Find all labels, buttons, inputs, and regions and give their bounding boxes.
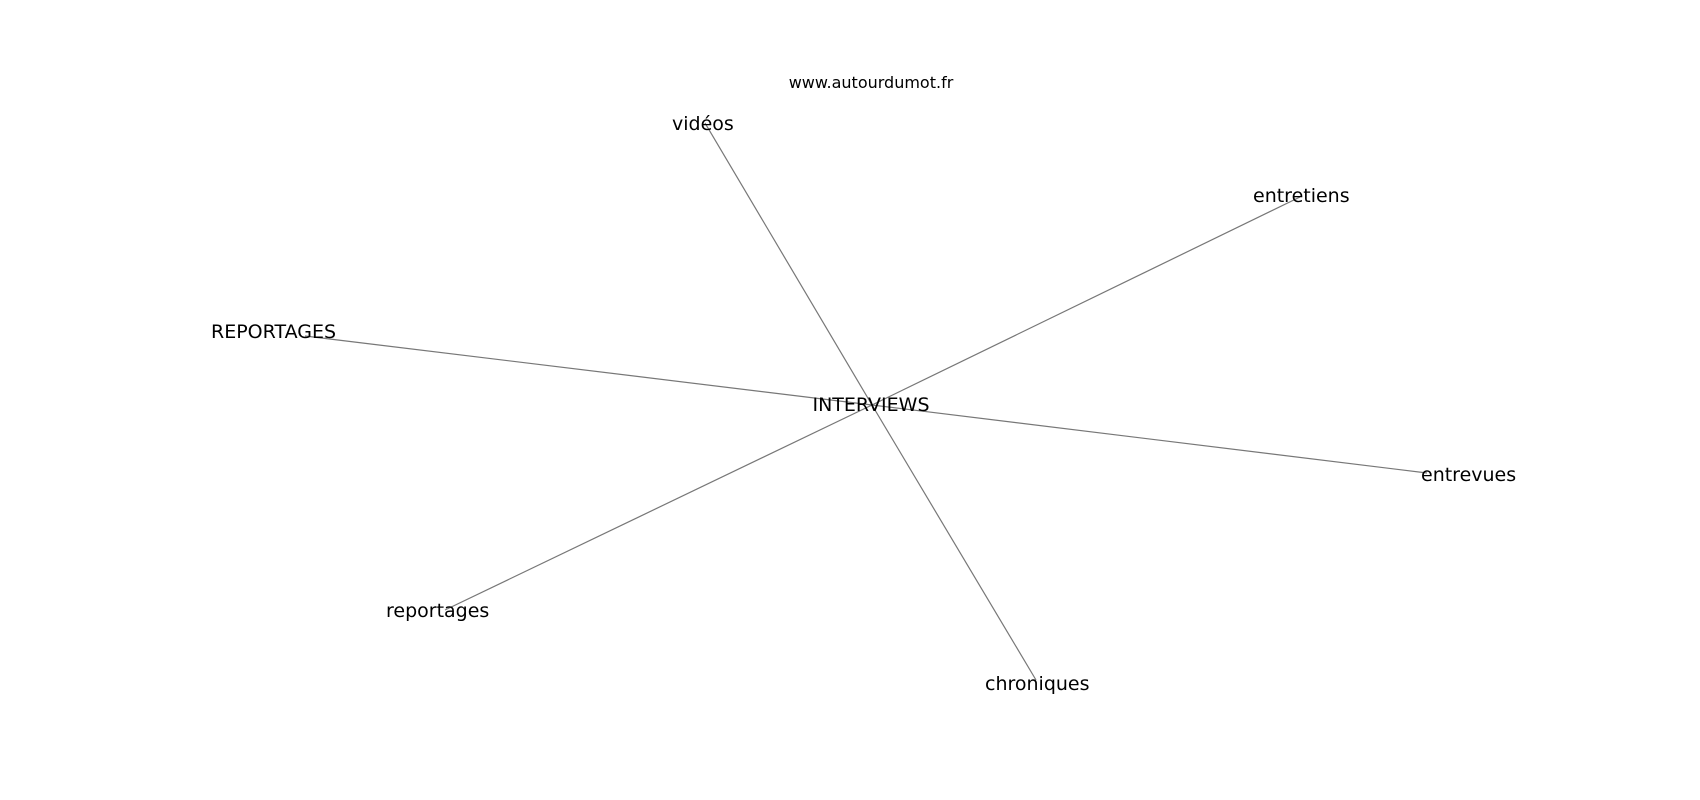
source-link[interactable]: www.autourdumot.fr <box>789 73 954 92</box>
node-label-entrevues[interactable]: entrevues <box>1421 464 1516 486</box>
edge-entrevues <box>871 404 1428 474</box>
edge-entretiens <box>871 196 1301 406</box>
center-node-label[interactable]: INTERVIEWS <box>812 394 929 416</box>
node-label-videos[interactable]: vidéos <box>672 113 734 135</box>
node-label-entretiens[interactable]: entretiens <box>1253 185 1350 207</box>
node-label-chroniques[interactable]: chroniques <box>985 673 1090 695</box>
edge-chroniques <box>871 404 1037 681</box>
node-label-reportages-upper[interactable]: REPORTAGES <box>211 321 336 343</box>
edge-videos <box>704 122 873 406</box>
edge-reportages-upper <box>304 335 873 406</box>
edge-reportages-lower <box>444 404 873 611</box>
node-label-reportages-lower[interactable]: reportages <box>386 600 489 622</box>
